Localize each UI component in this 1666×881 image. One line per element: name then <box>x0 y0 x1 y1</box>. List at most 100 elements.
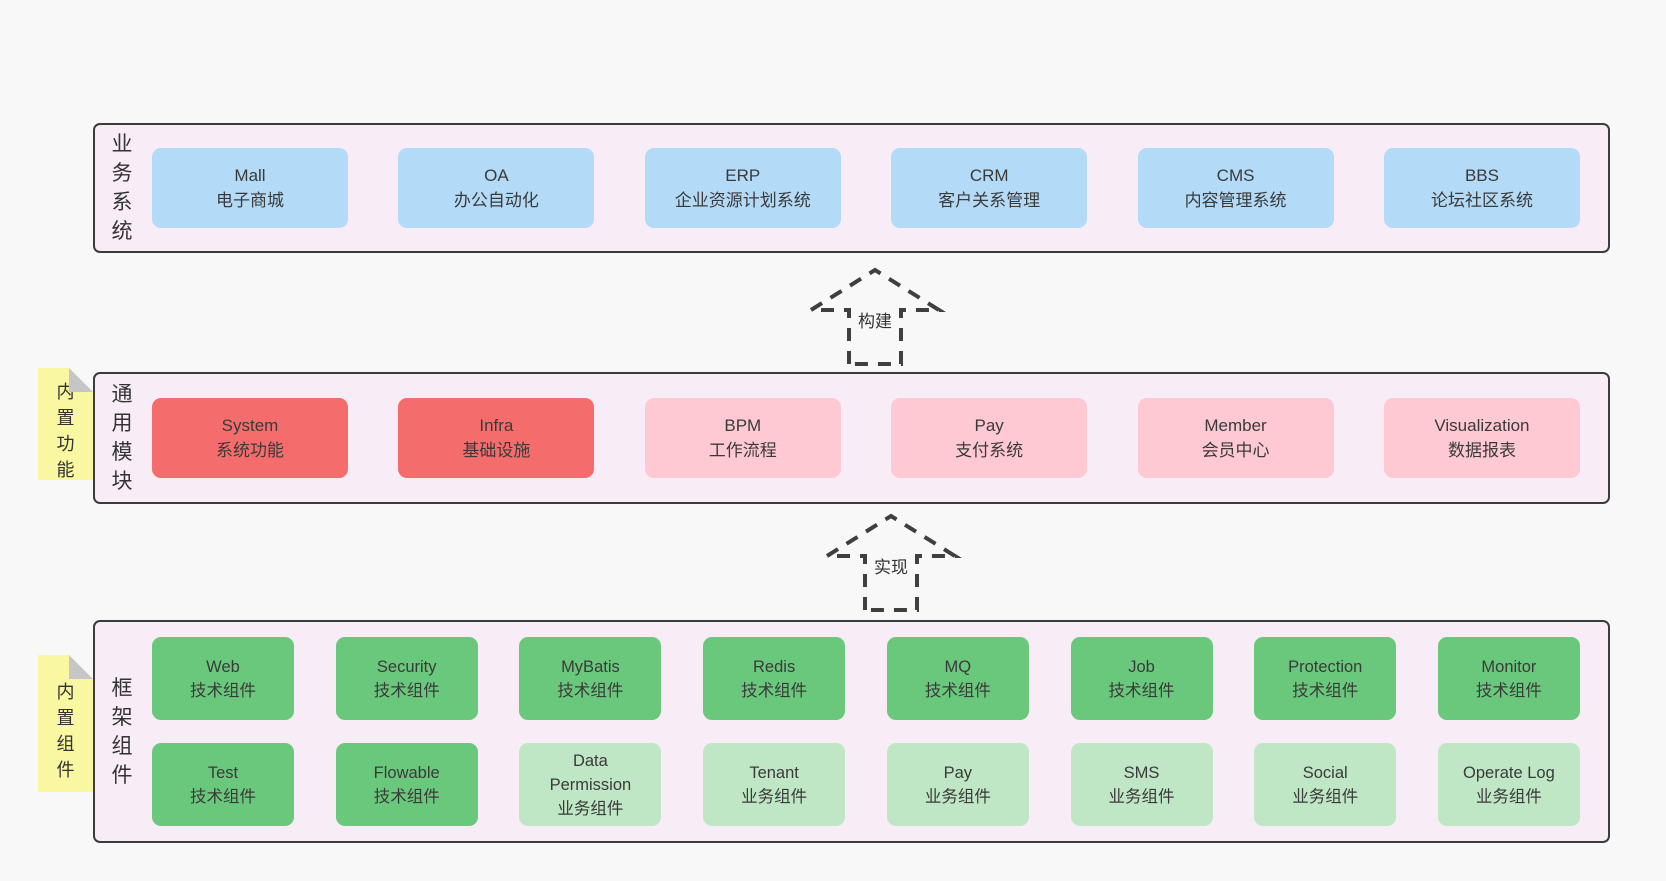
vertical-char: 系 <box>111 191 133 214</box>
band-modules-side-label: 通用模块 <box>106 374 138 502</box>
build-arrow-label: 构建 <box>855 306 895 333</box>
node-subtitle: 业务组件 <box>557 799 624 818</box>
node-title: BPM <box>724 416 762 435</box>
node-title: System <box>221 416 279 435</box>
vertical-char: 件 <box>111 763 133 787</box>
node-subtitle: 系统功能 <box>216 441 284 460</box>
node-subtitle: 技术组件 <box>1475 681 1542 700</box>
node-title: Pay <box>974 416 1004 435</box>
vertical-char: 内 <box>56 681 75 702</box>
node-title: Flowable <box>373 763 440 782</box>
up-arrow-outline <box>820 513 962 612</box>
node-pay-system: Pay 支付系统 <box>891 398 1088 478</box>
node-job: Job 技术组件 <box>1070 637 1213 720</box>
node-title: Member <box>1204 416 1267 435</box>
node-title: MyBatis <box>561 657 620 676</box>
sticky-note-label: 内置组件 <box>57 679 75 783</box>
node-subtitle: 论坛社区系统 <box>1430 191 1533 210</box>
sticky-note-builtin-features: 内置功能 <box>38 368 93 480</box>
node-title: CRM <box>969 166 1009 185</box>
node-subtitle: 业务组件 <box>1475 787 1542 806</box>
node-subtitle: 技术组件 <box>373 787 440 806</box>
node-title: CMS <box>1216 166 1255 185</box>
node-title: MQ <box>944 657 972 676</box>
node-subtitle: 客户关系管理 <box>938 191 1041 210</box>
node-subtitle: 办公自动化 <box>453 191 539 210</box>
build-arrow: 构建 <box>795 266 955 366</box>
vertical-char: 通 <box>111 383 133 406</box>
up-arrow-icon <box>820 513 962 612</box>
node-title: Security <box>376 657 437 676</box>
vertical-char: 模 <box>111 441 133 464</box>
vertical-char: 用 <box>111 412 133 435</box>
node-title: BBS <box>1464 166 1499 185</box>
folded-corner-icon <box>69 655 93 679</box>
vertical-char: 件 <box>56 759 75 780</box>
node-bpm: BPM 工作流程 <box>644 398 841 478</box>
implement-arrow-label: 实现 <box>871 552 911 579</box>
band-business-side-label: 业务系统 <box>106 125 138 251</box>
vertical-char: 组 <box>56 733 75 754</box>
node-subtitle: 技术组件 <box>190 787 256 806</box>
node-crm: CRM 客户关系管理 <box>891 148 1088 228</box>
node-security: Security 技术组件 <box>335 637 478 720</box>
node-mybatis: MyBatis 技术组件 <box>519 637 662 720</box>
folded-corner-icon <box>69 368 93 392</box>
node-cms: CMS 内容管理系统 <box>1137 148 1334 228</box>
vertical-char: 架 <box>111 705 133 729</box>
implement-arrow: 实现 <box>811 512 971 612</box>
node-title: Job <box>1128 657 1155 676</box>
node-title: Visualization <box>1434 416 1530 435</box>
node-subtitle: 技术组件 <box>373 681 440 700</box>
vertical-char: 置 <box>56 408 75 428</box>
node-title: Redis <box>753 657 796 676</box>
node-subtitle: 内容管理系统 <box>1184 191 1287 210</box>
node-visualization: Visualization 数据报表 <box>1383 398 1580 478</box>
sticky-note-builtin-components: 内置组件 <box>38 655 93 792</box>
vertical-char: 统 <box>111 220 133 243</box>
node-title: Social <box>1302 763 1348 782</box>
node-data-permission: Data Permission 业务组件 <box>519 743 662 826</box>
node-subtitle: 工作流程 <box>708 441 777 460</box>
node-title: ERP <box>725 166 761 185</box>
up-arrow-icon <box>804 267 946 366</box>
node-social: Social 业务组件 <box>1254 743 1397 826</box>
node-title: Infra <box>479 416 514 435</box>
node-subtitle: 技术组件 <box>190 681 256 700</box>
node-subtitle: 技术组件 <box>557 681 624 700</box>
node-pay-component: Pay 业务组件 <box>886 743 1029 826</box>
node-subtitle: 技术组件 <box>1108 681 1175 700</box>
up-arrow-outline <box>804 267 946 366</box>
node-subtitle: 数据报表 <box>1447 441 1516 460</box>
band-components-side-label: 框架组件 <box>106 622 138 841</box>
node-system: System 系统功能 <box>152 398 348 478</box>
vertical-char: 业 <box>111 133 133 156</box>
node-title: SMS <box>1123 763 1160 782</box>
vertical-char: 能 <box>56 460 75 480</box>
node-member: Member 会员中心 <box>1137 398 1334 478</box>
node-subtitle: 支付系统 <box>955 441 1024 460</box>
vertical-char: 置 <box>56 707 75 728</box>
node-title: Pay <box>943 763 973 782</box>
node-subtitle: 会员中心 <box>1201 441 1270 460</box>
node-title: Data Permission <box>549 751 632 794</box>
node-subtitle: 业务组件 <box>924 787 991 806</box>
node-subtitle: 业务组件 <box>1292 787 1359 806</box>
